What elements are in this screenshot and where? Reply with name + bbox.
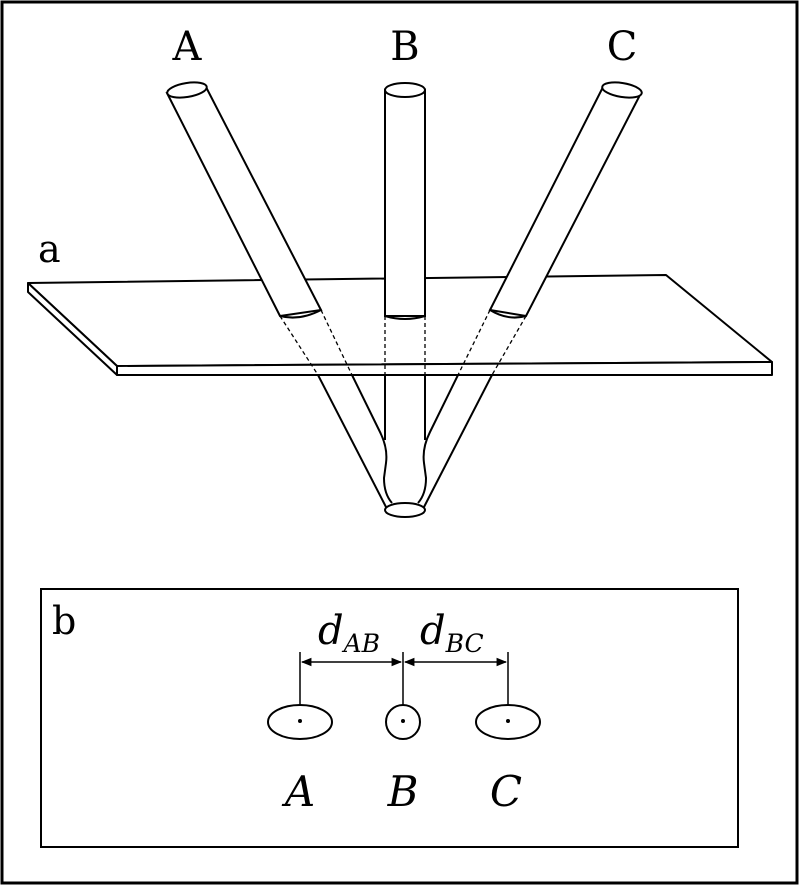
rod-b	[384, 82, 426, 320]
hole-label-c: C	[490, 767, 522, 816]
rods-hidden-lines	[279, 309, 527, 376]
panel-b-frame	[40, 588, 739, 848]
right-outer-edge	[423, 374, 493, 508]
right-inner-edge	[417, 374, 459, 504]
hole-label-a: A	[281, 767, 315, 816]
panel-a-label: a	[38, 227, 61, 271]
plate-side-edge	[27, 282, 118, 376]
left-inner-edge	[351, 374, 393, 504]
merged-tip	[384, 502, 426, 518]
rod-label-c: C	[607, 24, 638, 70]
rods-below-plate	[317, 374, 493, 518]
hole-centers	[298, 719, 510, 723]
left-outer-edge	[317, 374, 387, 508]
distance-label-ab: dAB	[318, 608, 380, 658]
rod-label-b: B	[390, 24, 419, 70]
panel-b: b dAB dBC A B C	[40, 588, 739, 848]
hole-label-b: B	[387, 767, 419, 816]
rod-label-a: A	[172, 24, 203, 70]
panel-b-label: b	[52, 599, 76, 643]
panel-a: a	[27, 24, 773, 518]
plate	[27, 274, 773, 376]
distance-label-bc: dBC	[420, 608, 484, 658]
